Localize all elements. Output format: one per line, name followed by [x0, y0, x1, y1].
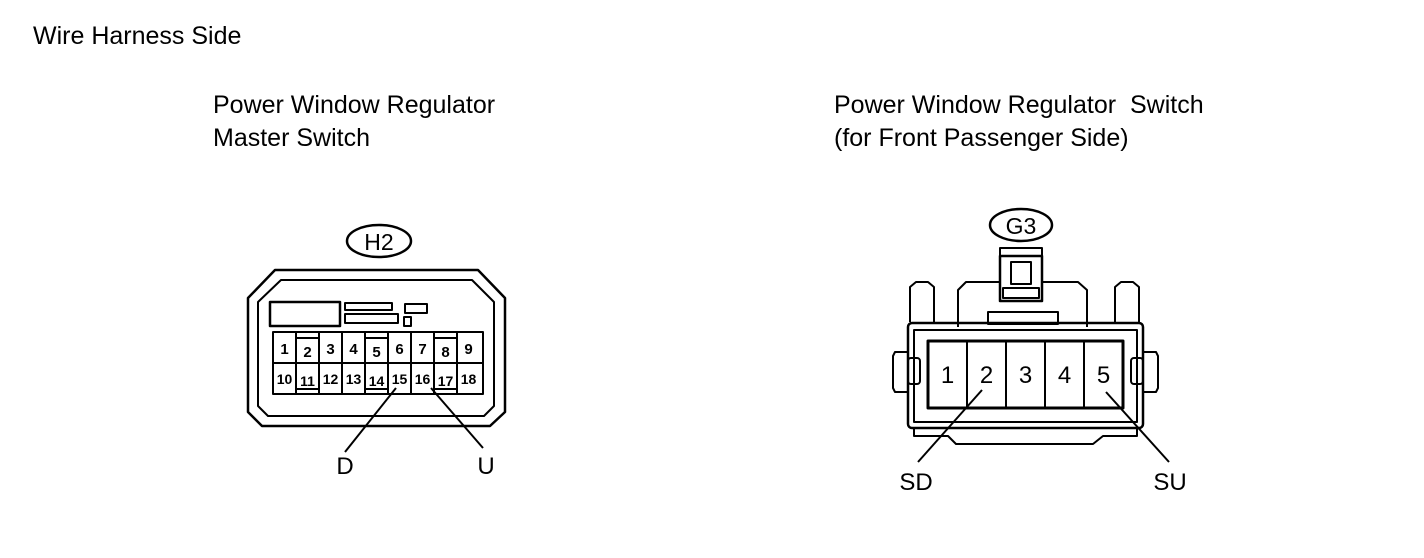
g3-callout-sd: SD: [899, 469, 932, 496]
g3-side-latch-right: [1143, 351, 1159, 393]
g3-side-latch-left: [892, 351, 908, 393]
h2-key-slot-1: [344, 302, 393, 311]
master-switch-title-line2: Master Switch: [213, 124, 370, 152]
master-switch-title-line1: Power Window Regulator: [213, 91, 496, 119]
g3-pin-3: 3: [1019, 362, 1032, 389]
h2-pin-3: 3: [326, 341, 334, 358]
h2-callout-line-u: [430, 387, 484, 449]
h2-pin-13: 13: [346, 371, 362, 387]
passenger-switch-title-line2: (for Front Passenger Side): [834, 124, 1129, 152]
h2-pin-1: 1: [280, 341, 288, 358]
h2-latch-block: [268, 300, 342, 328]
g3-connector: [892, 207, 1170, 463]
g3-callout-line-su: [1105, 391, 1170, 463]
g3-pin-4: 4: [1058, 362, 1071, 389]
h2-pin-18: 18: [461, 371, 477, 387]
h2-pin-4: 4: [349, 341, 358, 358]
g3-callout-line-sd: [917, 389, 983, 463]
h2-pin-7: 7: [418, 341, 426, 358]
h2-pin-2: 2: [303, 344, 311, 361]
h2-pin-16: 16: [415, 371, 431, 387]
g3-pin-1: 1: [941, 362, 954, 389]
h2-key-slot-3: [404, 303, 428, 314]
g3-code-label: G3: [1006, 213, 1037, 239]
h2-pin-17: 17: [438, 373, 454, 389]
passenger-switch-title-line1: Power Window Regulator Switch: [834, 91, 1204, 119]
h2-pin-5: 5: [372, 344, 380, 361]
h2-code-label: H2: [364, 229, 393, 255]
master-switch-title: Power Window Regulator Master Switch: [213, 89, 495, 155]
h2-pin-14: 14: [369, 373, 385, 389]
g3-left-post: [909, 281, 935, 322]
g3-bottom-skirt: [913, 428, 1138, 445]
g3-code-oval: [988, 207, 1054, 243]
h2-callout-line-d: [344, 387, 397, 453]
h2-key-slot-4: [403, 316, 412, 327]
h2-pin-9: 9: [464, 341, 472, 358]
h2-pin-8: 8: [441, 344, 449, 361]
g3-pin-5: 5: [1097, 362, 1110, 389]
h2-key-slot-2: [344, 313, 399, 324]
h2-code-oval: [345, 223, 413, 259]
h2-inner-housing: [257, 279, 495, 417]
h2-pin-10: 10: [277, 371, 293, 387]
g3-top-tab: [998, 254, 1044, 303]
h2-pin-15: 15: [392, 371, 408, 387]
g3-callout-su: SU: [1153, 469, 1186, 496]
passenger-switch-title: Power Window Regulator Switch (for Front…: [834, 89, 1204, 155]
h2-callout-d: D: [336, 453, 353, 480]
g3-pin-2: 2: [980, 362, 993, 389]
h2-pin-6: 6: [395, 341, 403, 358]
h2-pin-12: 12: [323, 371, 339, 387]
h2-callout-u: U: [477, 453, 494, 480]
h2-pin-11: 11: [300, 373, 315, 389]
h2-connector: [246, 223, 507, 453]
g3-pin-grid: [926, 339, 1125, 410]
g3-right-post: [1114, 281, 1140, 322]
page-title: Wire Harness Side: [33, 22, 242, 50]
h2-outer-housing: [246, 268, 507, 428]
